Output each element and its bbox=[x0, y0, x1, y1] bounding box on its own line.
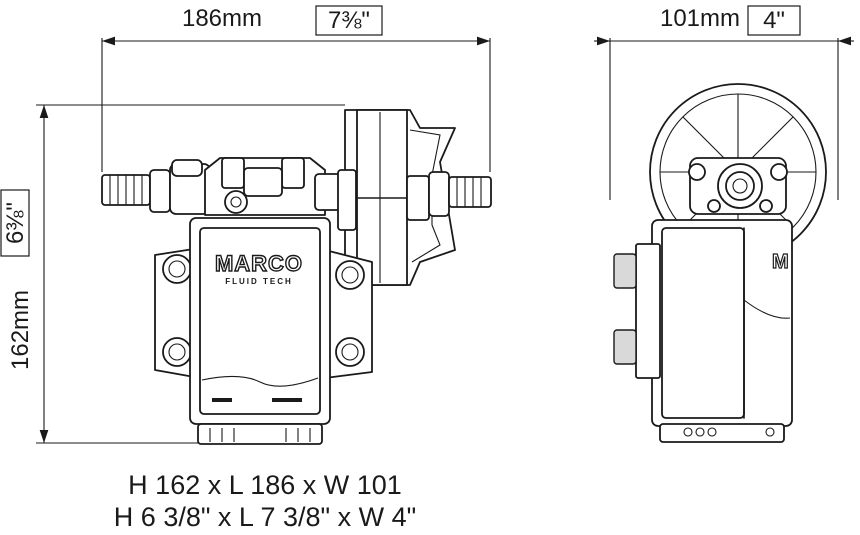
dimensions-imperial-summary: H 6 3/8" x L 7 3/8" x W 4" bbox=[113, 502, 417, 532]
front-brand-logo: M bbox=[772, 251, 789, 273]
brand-subtitle: FLUID TECH bbox=[225, 277, 293, 286]
pump-side-view: MARCO FLUID TECH bbox=[101, 109, 492, 445]
width-dimension: 101mm 4" bbox=[594, 5, 854, 200]
inlet-hose-barb bbox=[101, 159, 211, 215]
pump-front-view: M bbox=[613, 83, 827, 443]
width-metric-label: 101mm bbox=[660, 5, 740, 32]
height-metric-label: 162mm bbox=[7, 290, 34, 370]
front-motor-body: M bbox=[613, 219, 793, 443]
pump-cover-flange bbox=[337, 109, 456, 286]
dimensions-metric-summary: H 162 x L 186 x W 101 bbox=[128, 470, 402, 500]
fan-housing bbox=[649, 83, 827, 261]
brand-logo: MARCO bbox=[215, 251, 303, 276]
width-imperial-label: 4" bbox=[763, 7, 785, 34]
length-metric-label: 186mm bbox=[182, 5, 262, 32]
length-imperial-label: 7⅜" bbox=[328, 7, 370, 34]
pump-head bbox=[204, 157, 348, 216]
length-dimension: 186mm 7⅜" bbox=[101, 5, 491, 172]
height-dimension: 162mm 6⅜" bbox=[0, 104, 345, 444]
outlet-hose-barb bbox=[428, 171, 492, 217]
motor-body: MARCO FLUID TECH bbox=[189, 217, 331, 445]
height-imperial-label: 6⅜" bbox=[2, 202, 29, 244]
